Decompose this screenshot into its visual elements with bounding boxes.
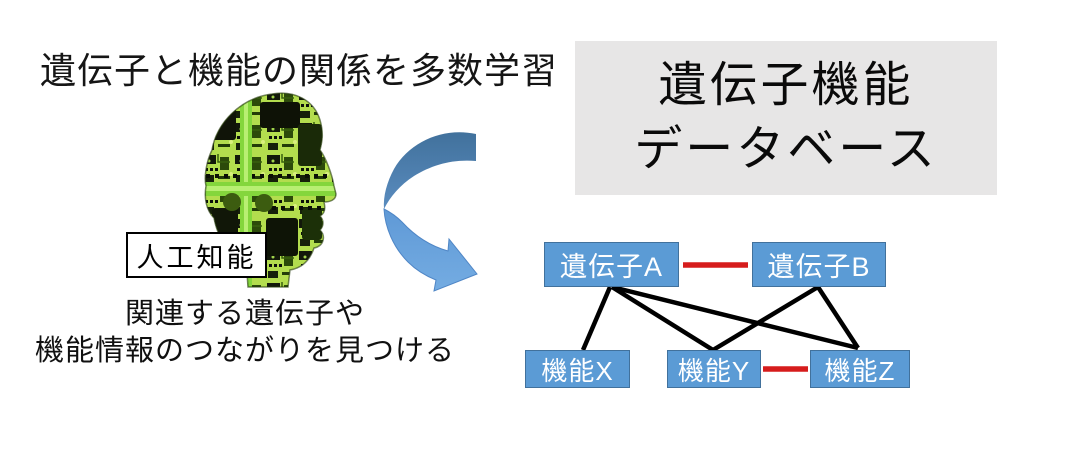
database-title-box: 遺伝子機能 データベース xyxy=(575,41,997,195)
caption-line2: 機能情報のつながりを見つける xyxy=(34,335,455,367)
edge-geneA-funcZ xyxy=(611,284,859,351)
node-func-z: 機能Z xyxy=(810,350,910,388)
database-title-line2: データベース xyxy=(634,123,938,176)
ai-label-text: 人工知能 xyxy=(136,242,257,273)
edge-geneA-funcY xyxy=(610,285,715,352)
edge-geneB-funcY xyxy=(711,285,820,352)
ai-head-circuit-image xyxy=(204,92,337,288)
heading-learning: 遺伝子と機能の関係を多数学習 xyxy=(40,50,559,91)
node-func-y: 機能Y xyxy=(667,350,761,388)
edge-geneB-funcZ xyxy=(816,285,860,350)
edge-geneA-funcX xyxy=(580,286,613,351)
gene-function-network: 遺伝子A 遺伝子B 機能X 機能Y 機能Z xyxy=(510,235,930,395)
node-func-x: 機能X xyxy=(525,350,630,388)
network-edges xyxy=(580,262,860,372)
caption-line1: 関連する遺伝子や xyxy=(124,298,365,330)
node-gene-a: 遺伝子A xyxy=(544,242,679,287)
caption-find-connections: 関連する遺伝子や 機能情報のつながりを見つける xyxy=(5,296,485,370)
ai-label-box: 人工知能 xyxy=(126,232,267,278)
database-title-line1: 遺伝子機能 xyxy=(658,59,914,112)
curved-arrow-icon xyxy=(383,132,478,292)
node-gene-b: 遺伝子B xyxy=(752,242,886,287)
